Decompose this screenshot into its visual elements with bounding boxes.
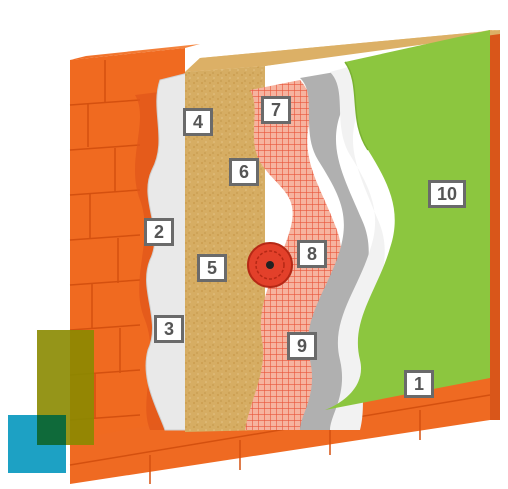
layer-label-3: 3: [154, 315, 184, 343]
layer-label-2: 2: [144, 218, 174, 246]
layer-label-4: 4: [183, 108, 213, 136]
layer-label-7: 7: [261, 96, 291, 124]
anchor-dowel: [248, 243, 292, 287]
layer-label-6: 6: [229, 158, 259, 186]
layer-label-9: 9: [287, 332, 317, 360]
layer-label-8: 8: [297, 240, 327, 268]
layer-label-10: 10: [428, 180, 466, 208]
layer-label-1: 1: [404, 370, 434, 398]
layer-label-5: 5: [197, 254, 227, 282]
